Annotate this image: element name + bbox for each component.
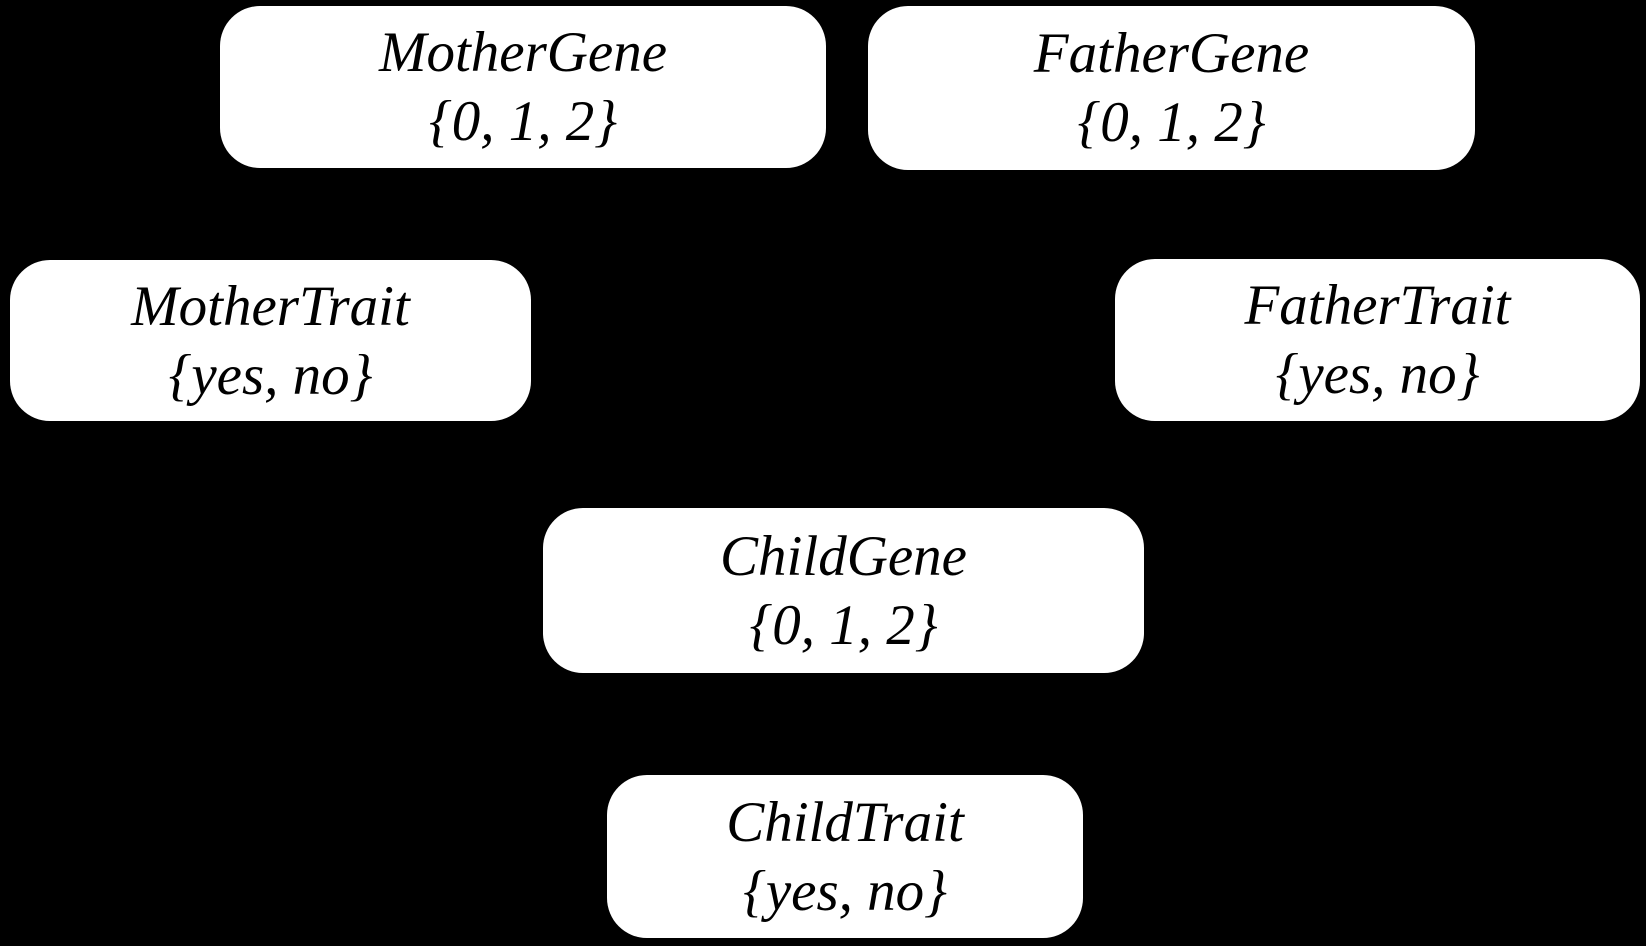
node-childtrait: ChildTrait {yes, no} xyxy=(607,775,1083,938)
node-childtrait-domain: {yes, no} xyxy=(743,859,947,923)
node-fathertrait-label: FatherTrait xyxy=(1244,274,1511,337)
node-fathergene-domain: {0, 1, 2} xyxy=(1077,91,1266,154)
node-childgene-domain: {0, 1, 2} xyxy=(749,593,938,657)
node-mothertrait-domain: {yes, no} xyxy=(168,343,373,407)
node-childgene-label: ChildGene xyxy=(720,524,967,588)
node-mothergene-domain: {0, 1, 2} xyxy=(428,90,618,153)
node-childtrait-label: ChildTrait xyxy=(726,790,964,854)
node-fathergene-label: FatherGene xyxy=(1033,22,1310,85)
node-mothertrait: MotherTrait {yes, no} xyxy=(10,260,531,421)
node-mothergene-label: MotherGene xyxy=(378,21,668,84)
node-childgene: ChildGene {0, 1, 2} xyxy=(543,508,1144,673)
node-fathergene: FatherGene {0, 1, 2} xyxy=(868,6,1475,170)
node-mothertrait-label: MotherTrait xyxy=(131,274,410,338)
node-fathertrait: FatherTrait {yes, no} xyxy=(1115,259,1640,421)
node-mothergene: MotherGene {0, 1, 2} xyxy=(220,6,826,168)
node-fathertrait-domain: {yes, no} xyxy=(1275,343,1480,406)
